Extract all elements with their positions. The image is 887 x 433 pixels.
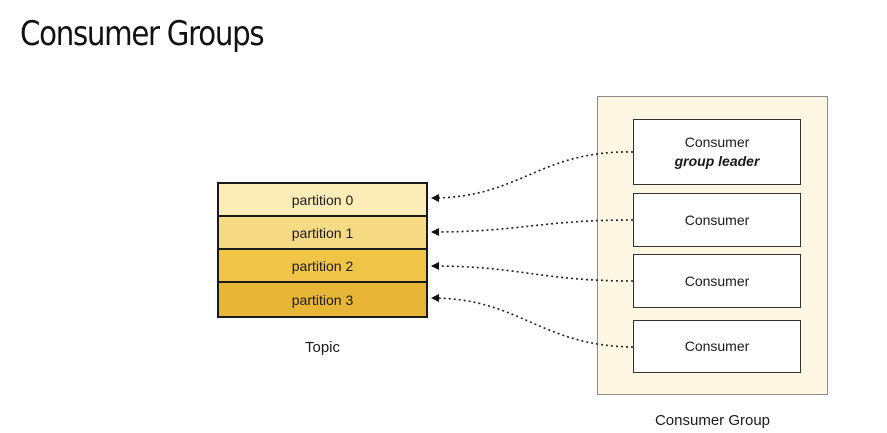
consumer-2-label: Consumer <box>684 272 750 289</box>
partition-2: partition 2 <box>219 250 426 283</box>
arrow-consumer-2-to-partition-2 <box>431 262 634 282</box>
partition-3: partition 3 <box>219 283 426 316</box>
consumer-3: Consumer <box>633 320 801 373</box>
consumer-group-label: Consumer Group <box>654 412 771 429</box>
group-leader-label: group leader <box>674 153 760 169</box>
arrow-consumer-1-to-partition-1 <box>431 219 634 236</box>
topic-label: Topic <box>304 339 341 356</box>
arrow-consumer-0-to-partition-0 <box>431 151 634 202</box>
partition-1: partition 1 <box>219 217 426 250</box>
consumer-0: Consumer group leader <box>633 119 801 185</box>
consumer-1-label: Consumer <box>684 211 750 228</box>
consumer-2: Consumer <box>633 254 801 308</box>
consumer-0-label: Consumer <box>684 134 750 150</box>
page-title: Consumer Groups <box>20 14 265 54</box>
consumer-1: Consumer <box>633 193 801 247</box>
topic-box: partition 0 partition 1 partition 2 part… <box>217 182 428 318</box>
consumer-3-label: Consumer <box>684 338 750 354</box>
arrow-consumer-3-to-partition-3 <box>431 294 634 348</box>
partition-0: partition 0 <box>219 184 426 217</box>
